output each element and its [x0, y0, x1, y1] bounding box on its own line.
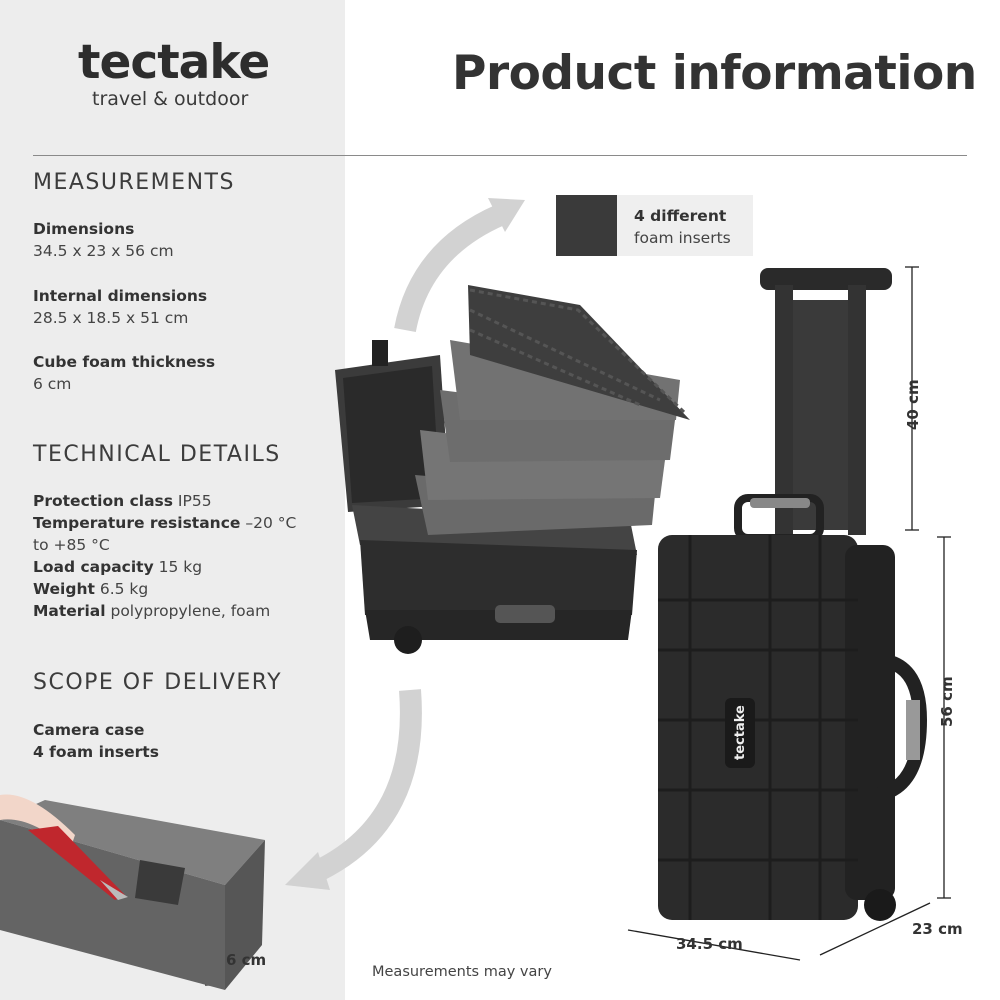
spec-value: 6 cm: [33, 375, 72, 393]
spec-internal-dimensions: Internal dimensions 28.5 x 18.5 x 51 cm: [33, 285, 333, 329]
spec-load: Load capacity 15 kg: [33, 558, 203, 576]
foam-block: [0, 800, 265, 990]
foam-badge-text: 4 different foam inserts: [634, 207, 731, 247]
cutter-knife-icon: [0, 794, 128, 900]
dim-label-width: 34.5 cm: [676, 935, 743, 953]
scope-item: 4 foam inserts: [33, 743, 159, 761]
dim-label-height: 56 cm: [938, 676, 956, 727]
spec-label: Dimensions: [33, 220, 135, 238]
spec-value: 34.5 x 23 x 56 cm: [33, 242, 174, 260]
technical-heading: TECHNICAL DETAILS: [33, 442, 281, 467]
arrow-up-icon: [394, 204, 505, 333]
brand-logo: tectake travel & outdoor: [78, 35, 270, 111]
spec-protection: Protection class IP55: [33, 492, 212, 510]
header-divider: [33, 155, 967, 156]
spec-temperature: Temperature resistance –20 °C: [33, 514, 297, 532]
brand-name: tectake: [78, 35, 270, 90]
footnote: Measurements may vary: [372, 964, 552, 980]
dim-label-foam: 6 cm: [226, 951, 267, 969]
case-logo: tectake: [733, 705, 748, 760]
arrow-up-head: [488, 198, 525, 232]
spec-dimensions: Dimensions 34.5 x 23 x 56 cm: [33, 218, 333, 262]
measurements-heading: MEASUREMENTS: [33, 170, 235, 195]
brand-tagline: travel & outdoor: [92, 88, 249, 110]
scope-heading: SCOPE OF DELIVERY: [33, 670, 283, 695]
foam-inserts-badge: 4 different foam inserts: [556, 195, 753, 256]
spec-label: Cube foam thickness: [33, 353, 216, 371]
spec-value: 28.5 x 18.5 x 51 cm: [33, 309, 189, 327]
arrow-down-icon: [314, 689, 422, 880]
spec-label: Internal dimensions: [33, 287, 208, 305]
spec-temperature-cont: to +85 °C: [33, 536, 110, 554]
technical-details-list: Protection class IP55 Temperature resist…: [33, 490, 333, 622]
foam-inserts: [415, 285, 690, 535]
spec-material: Material polypropylene, foam: [33, 602, 271, 620]
dim-label-handle: 40 cm: [904, 379, 922, 430]
dim-label-depth: 23 cm: [912, 920, 963, 938]
spec-weight: Weight 6.5 kg: [33, 580, 149, 598]
page-title: Product information: [452, 46, 977, 101]
spec-foam-thickness: Cube foam thickness 6 cm: [33, 351, 333, 395]
arrow-down-head: [285, 852, 330, 890]
foam-badge-icon-bg: [556, 195, 617, 256]
scope-list: Camera case 4 foam inserts: [33, 719, 333, 763]
scope-item: Camera case: [33, 721, 145, 739]
trolley-case: [658, 268, 928, 921]
